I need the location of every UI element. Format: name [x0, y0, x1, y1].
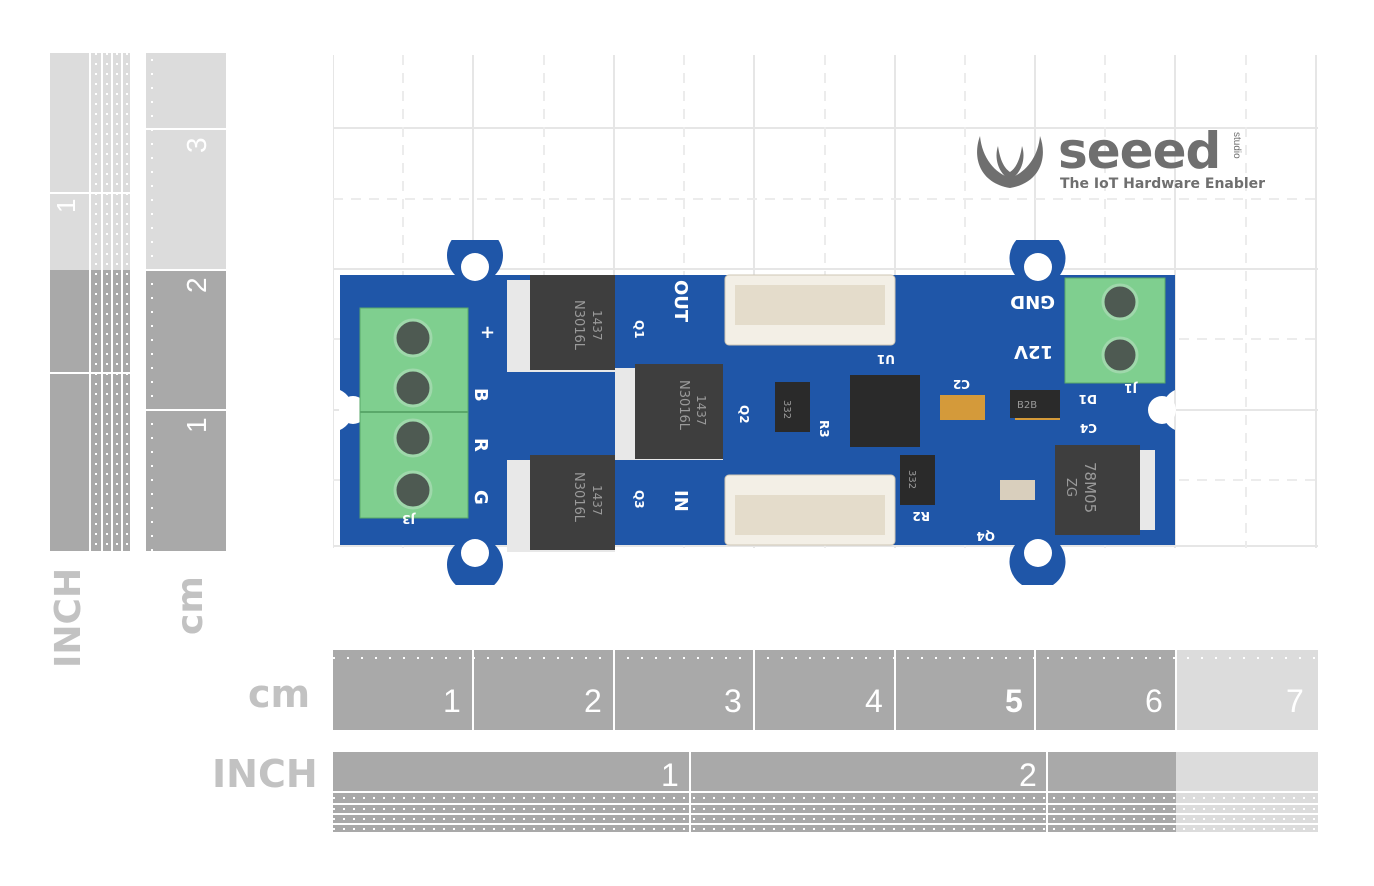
silk-g: G: [470, 490, 491, 505]
mosfet-q1: [507, 275, 615, 372]
silk-q4: Q4: [976, 529, 995, 543]
silk-j3: J3: [402, 512, 416, 526]
silk-out: OUT: [670, 280, 691, 323]
regulator-marking: 78M05: [1081, 462, 1099, 513]
horizontal-inch-tick-2: 2: [1019, 757, 1037, 793]
q1-lot: 1437: [590, 310, 604, 341]
brand-name: seeed: [1058, 122, 1221, 180]
silk-q1: Q1: [632, 320, 646, 339]
terminal-block-j1: [1064, 277, 1166, 384]
vertical-cm-ruler: 3 2 1: [146, 53, 226, 551]
regulator: [1055, 445, 1155, 535]
silk-gnd: GND: [1010, 291, 1055, 312]
seeed-logo: seeed studio The IoT Hardware Enabler: [970, 122, 1270, 198]
silk-r2: R2: [912, 509, 930, 523]
q2-marking: N3016L: [676, 380, 691, 431]
r2-marking: 332: [906, 470, 917, 489]
horizontal-inch-ruler: 1 2: [333, 752, 1318, 832]
q3-lot: 1437: [590, 485, 604, 516]
silk-c4: C4: [1080, 421, 1097, 435]
capacitor: [1000, 480, 1035, 500]
silk-r: R: [470, 438, 491, 452]
horizontal-cm-ruler: 1 2 3 4 5 6 7: [333, 650, 1318, 730]
brand-tagline: The IoT Hardware Enabler: [1060, 176, 1266, 192]
silk-q2: Q2: [737, 405, 751, 424]
horizontal-cm-tick-4: 4: [865, 683, 883, 719]
vertical-inch-unit: INCH: [48, 567, 89, 668]
vertical-cm-tick-1: 1: [181, 417, 212, 433]
vertical-inch-tick-1: 1: [51, 199, 81, 213]
horizontal-cm-tick-5: 5: [1005, 683, 1023, 719]
silk-u1: U1: [877, 352, 895, 366]
horizontal-cm-tick-1: 1: [443, 683, 461, 719]
silk-b: B: [470, 388, 491, 402]
vertical-cm-unit: cm: [170, 576, 211, 635]
vertical-inch-ruler: 1: [50, 53, 130, 551]
vertical-cm-tick-2: 2: [181, 277, 212, 293]
horizontal-cm-tick-6: 6: [1145, 683, 1163, 719]
horizontal-cm-unit: cm: [248, 672, 311, 716]
silk-d1: D1: [1079, 392, 1097, 406]
mosfet-q2: [615, 364, 723, 460]
brand-studio: studio: [1231, 132, 1242, 159]
diode-d1: [1010, 390, 1060, 418]
grove-connector-out: [724, 274, 896, 346]
silk-r3: R3: [817, 420, 831, 438]
horizontal-inch-tick-1: 1: [661, 757, 679, 793]
silk-12v: 12V: [1014, 341, 1053, 362]
horizontal-inch-unit: INCH: [212, 752, 318, 796]
mosfet-q3: [507, 455, 615, 552]
pcb-board: + B R G OUT IN GND 12V J3 J1 Q1 Q2 Q3 Q4…: [339, 240, 1176, 585]
silk-q3: Q3: [632, 490, 646, 509]
silk-in: IN: [670, 490, 691, 512]
r3-marking: 332: [781, 400, 792, 419]
terminal-block-j3: [359, 307, 469, 519]
resistor-r2: [900, 455, 935, 505]
regulator-code: ZG: [1063, 478, 1078, 497]
q1-marking: N3016L: [571, 300, 586, 351]
q2-lot: 1437: [694, 395, 708, 426]
seeed-swirl-icon: [977, 136, 1043, 188]
d1-marking: B2B: [1017, 400, 1037, 411]
q3-marking: N3016L: [571, 472, 586, 523]
capacitor-c2: [940, 395, 985, 420]
horizontal-cm-tick-3: 3: [724, 683, 742, 719]
resistor-r3: [775, 382, 810, 432]
ic-u1: [850, 375, 920, 447]
vertical-cm-tick-3: 3: [181, 137, 212, 153]
grove-connector-in: [724, 474, 896, 546]
silk-c2: C2: [953, 377, 970, 391]
silk-j1: J1: [1124, 381, 1138, 395]
silk-plus: +: [480, 322, 495, 343]
horizontal-cm-tick-7: 7: [1286, 683, 1304, 719]
horizontal-cm-tick-2: 2: [584, 683, 602, 719]
